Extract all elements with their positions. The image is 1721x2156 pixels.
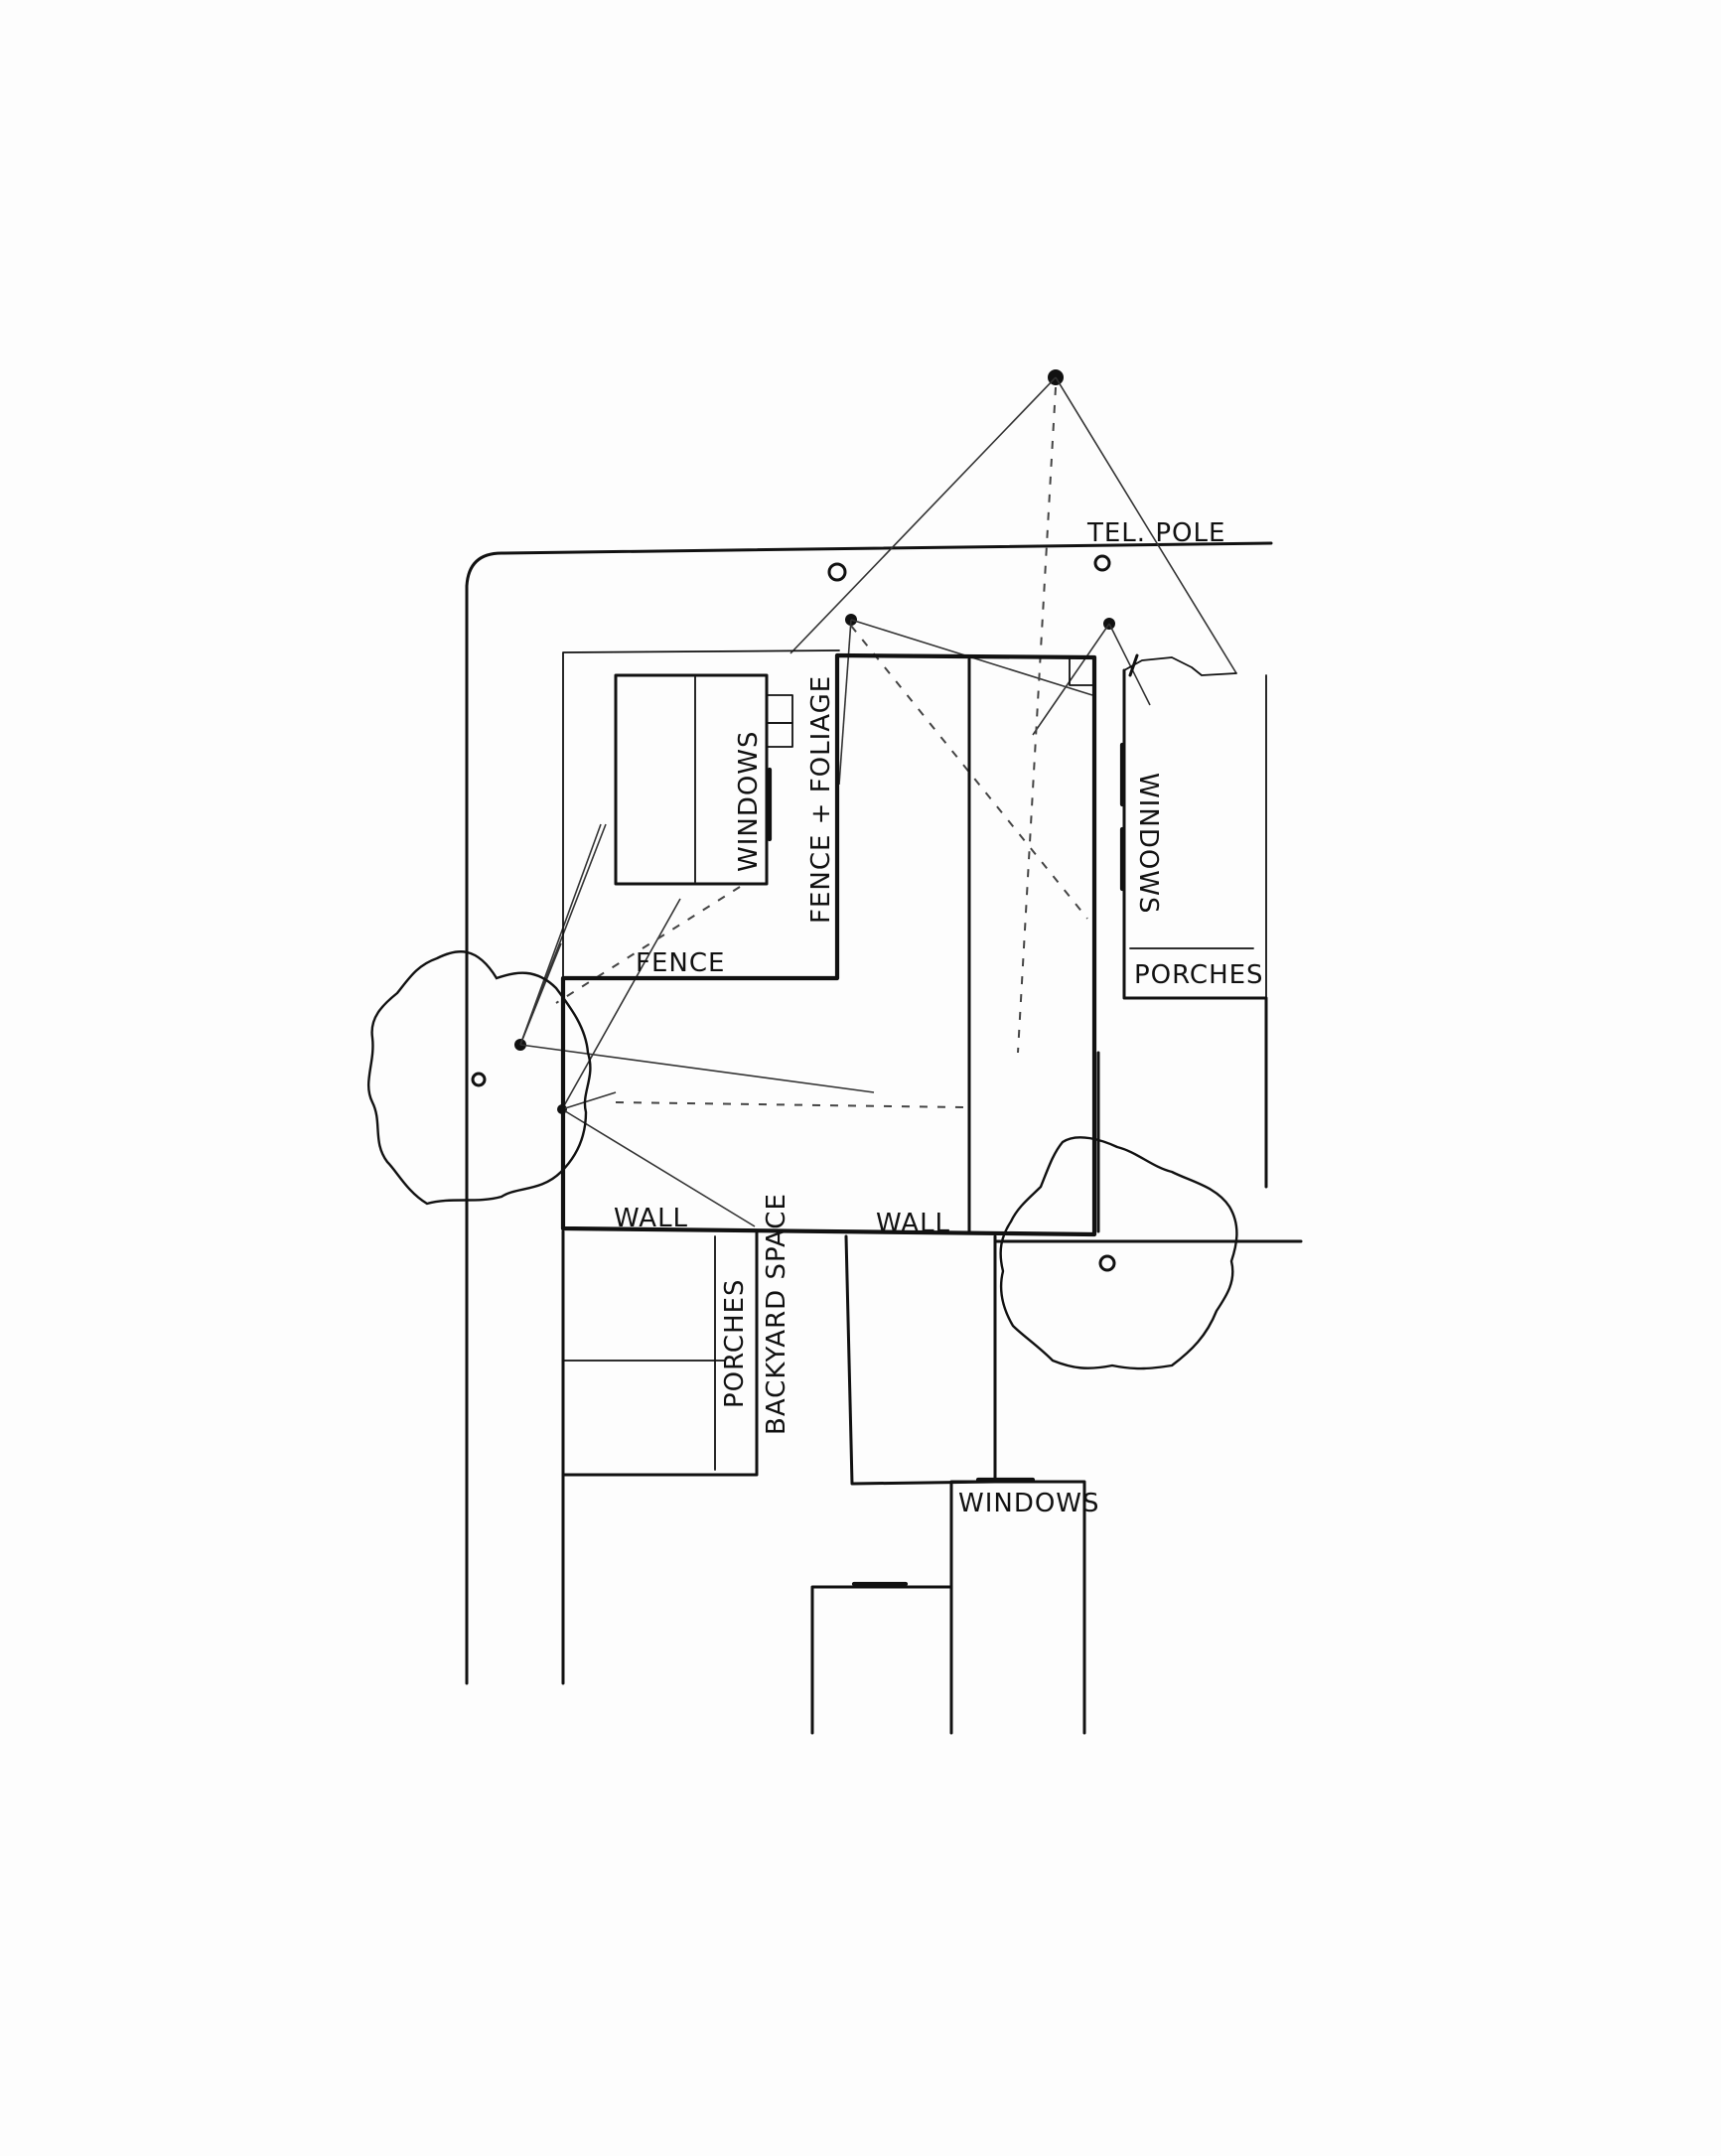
house-right xyxy=(1119,653,1268,1189)
windows-label-bottom: WINDOWS xyxy=(958,1489,1100,1518)
windows-label-left: WINDOWS xyxy=(734,730,764,872)
fence-label: FENCE xyxy=(636,948,725,978)
tel-pole-marker xyxy=(827,562,847,582)
sight-lines xyxy=(519,376,1237,1227)
windows-label-right: WINDOWS xyxy=(1133,773,1163,915)
wall-label-left: WALL xyxy=(614,1204,688,1233)
tree-right xyxy=(999,1136,1238,1370)
street-edge-top xyxy=(465,541,1273,1685)
fence-foliage-label: FENCE + FOLIAGE xyxy=(806,675,836,924)
tel-pole-marker xyxy=(1093,554,1111,572)
porches-label-bottom: PORCHES xyxy=(720,1278,750,1408)
tree-trunk xyxy=(1098,1254,1116,1272)
tel-pole-label: TEL. POLE xyxy=(1086,518,1225,548)
house-top-left xyxy=(614,673,793,886)
lot-boundary xyxy=(562,649,840,979)
tree-trunk xyxy=(471,1072,487,1087)
backyard-space-label: BACKYARD SPACE xyxy=(762,1193,791,1435)
porches-label-right: PORCHES xyxy=(1134,960,1264,990)
wall-label-right: WALL xyxy=(876,1209,950,1238)
tree-left xyxy=(367,950,592,1206)
house-bottom-middle xyxy=(810,1234,1086,1735)
backyard-boundary xyxy=(560,652,1100,1237)
porches-bottom-block xyxy=(561,1229,759,1685)
dashed-view-lines xyxy=(555,386,1088,1108)
